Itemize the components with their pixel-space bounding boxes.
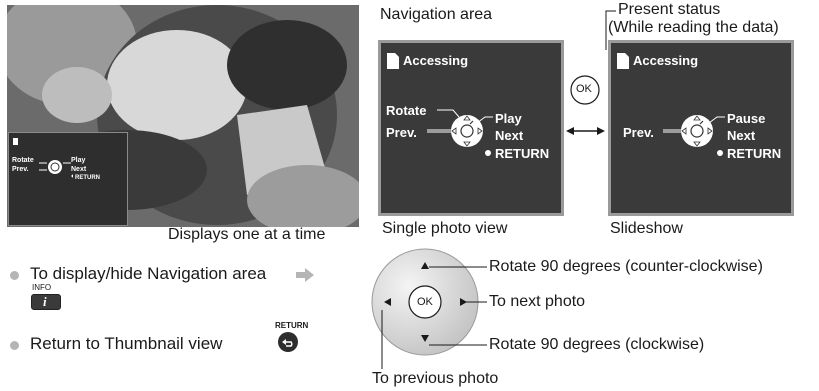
info-button-icon: i — [31, 294, 61, 310]
navigation-area-label: Navigation area — [380, 6, 493, 23]
remote-dpad-icon — [371, 248, 479, 369]
panel-dpad-diagram — [663, 115, 725, 156]
mini-play-label: Play — [71, 157, 86, 164]
dpad-right-label: To next photo — [489, 293, 586, 310]
prev-label: Prev. — [386, 125, 417, 140]
navigation-panel-slideshow: Accessing Prev. Pause Next RETURN — [608, 40, 794, 216]
dpad-ok-label: OK — [417, 296, 433, 308]
rotate-label: Rotate — [386, 103, 427, 118]
dpad-up-label: Rotate 90 degrees (counter-clockwise) — [489, 258, 763, 275]
play-label: Play — [495, 111, 522, 126]
return-label: RETURN — [495, 146, 550, 161]
instruction-return-thumbnail: Return to Thumbnail view — [30, 334, 223, 353]
bullet-dot — [10, 271, 19, 280]
photo-caption: Displays one at a time — [168, 226, 326, 243]
bullet-dot — [10, 341, 19, 350]
football-player-image — [7, 5, 359, 227]
mini-return-label: RETURN — [75, 175, 100, 181]
document-icon — [387, 53, 399, 69]
photo-example: Rotate Prev. Play Next RETURN — [7, 5, 359, 227]
arrow-right-icon — [296, 268, 314, 282]
instruction-toggle-nav: To display/hide Navigation area — [30, 264, 267, 283]
info-glyph: i — [43, 294, 47, 309]
mini-prev-label: Prev. — [12, 166, 29, 173]
present-status-sublabel: (While reading the data) — [608, 19, 779, 36]
mini-next-label: Next — [71, 166, 87, 173]
present-status-label: Present status — [618, 1, 721, 18]
panel-dpad-diagram — [427, 109, 493, 156]
info-button-caption: INFO — [32, 283, 52, 292]
return-label: RETURN — [727, 146, 782, 161]
pause-label: Pause — [727, 111, 766, 126]
single-photo-view-label: Single photo view — [382, 220, 508, 237]
next-label: Next — [727, 128, 756, 143]
mini-dpad-icon — [39, 160, 73, 178]
slideshow-label: Slideshow — [610, 220, 683, 237]
next-label: Next — [495, 128, 524, 143]
navigation-panel-single: Accessing Rotate Prev. Play Next RETURN — [378, 40, 564, 216]
mini-rotate-label: Rotate — [12, 157, 34, 164]
mini-navigation-overlay: Rotate Prev. Play Next RETURN — [8, 132, 128, 226]
document-icon — [617, 53, 629, 69]
prev-label: Prev. — [623, 125, 654, 140]
accessing-status: Accessing — [403, 53, 469, 68]
return-button-icon — [278, 332, 298, 352]
accessing-status: Accessing — [633, 53, 699, 68]
ok-button-label: OK — [576, 83, 592, 95]
return-button-caption: RETURN — [275, 321, 309, 330]
mini-doc-icon — [13, 138, 18, 145]
ok-button-icon — [570, 75, 600, 105]
dpad-left-label: To previous photo — [372, 370, 499, 387]
dpad-down-label: Rotate 90 degrees (clockwise) — [489, 336, 705, 353]
